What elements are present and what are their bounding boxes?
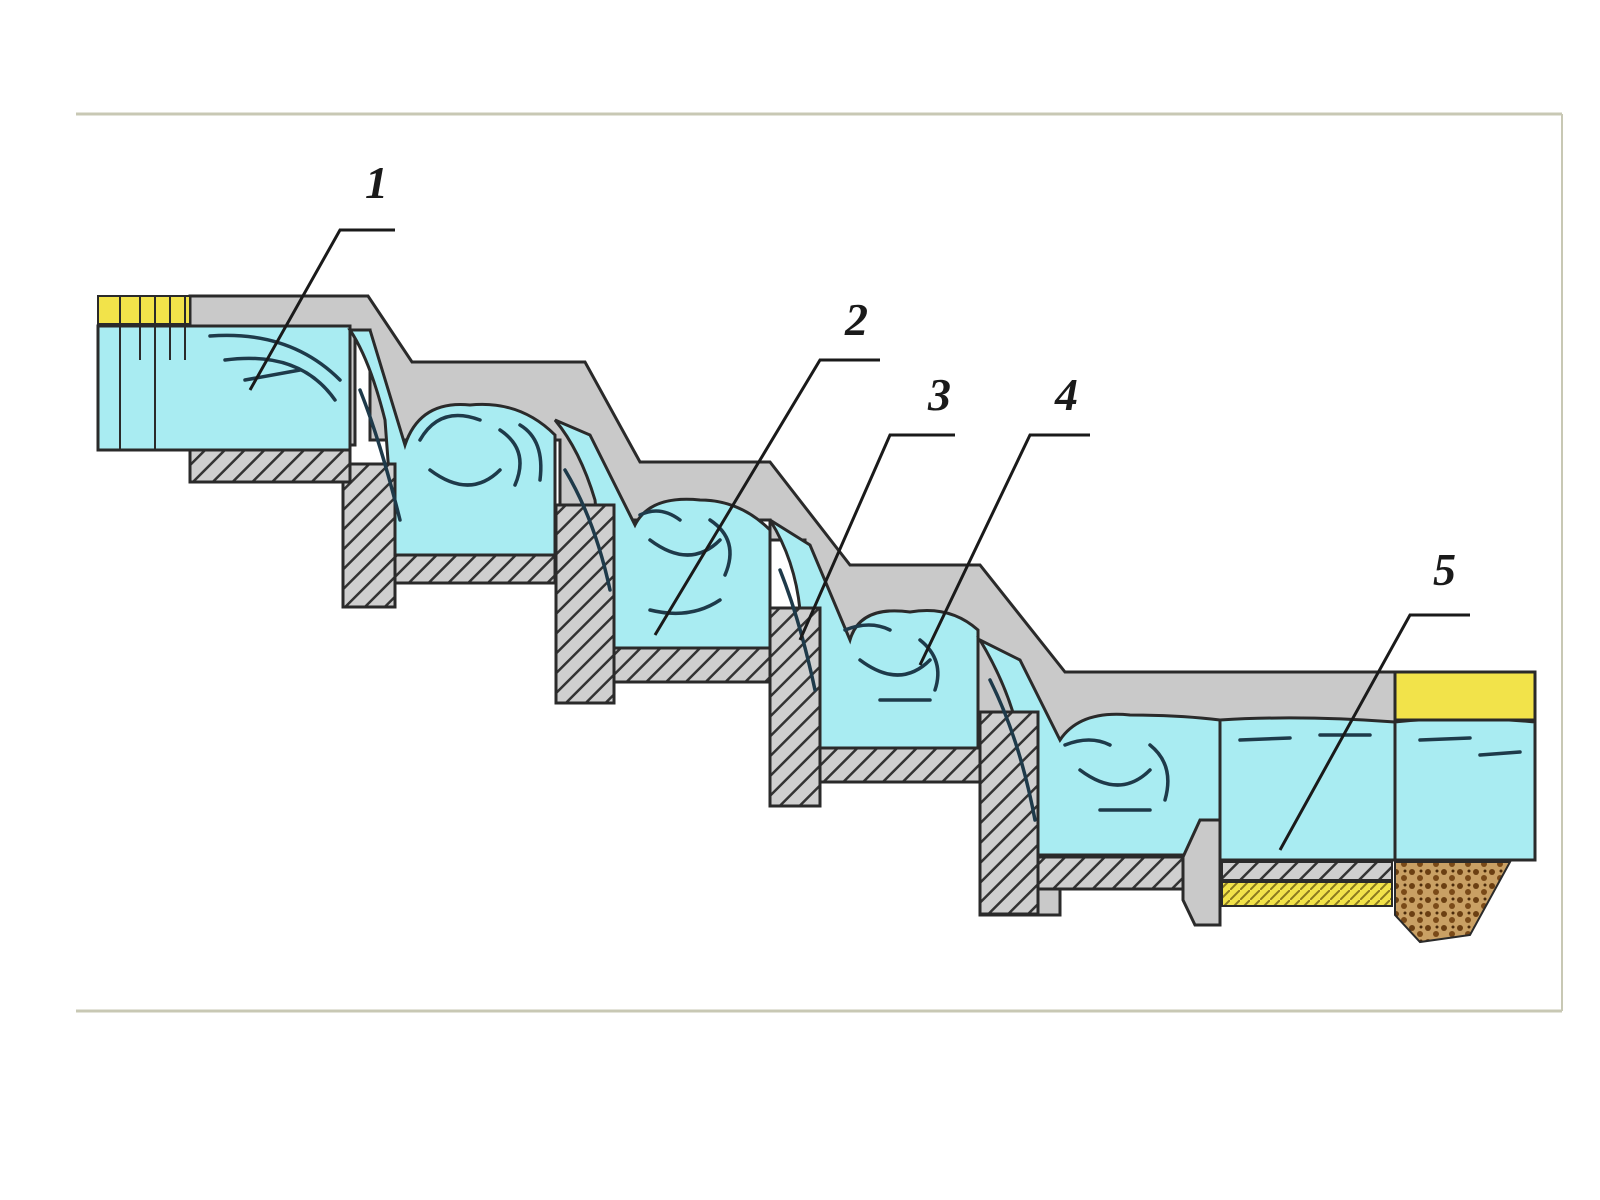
callout-5: 5 xyxy=(1433,544,1456,595)
leader-lines xyxy=(248,228,1470,851)
pool-3-water xyxy=(768,518,980,750)
upstream-soil xyxy=(97,295,191,325)
leader-2 xyxy=(653,358,880,636)
end-sill xyxy=(1181,818,1222,927)
outlet-soil xyxy=(1393,670,1537,722)
drop-wall-1 xyxy=(341,462,397,609)
callout-4: 4 xyxy=(1054,369,1078,420)
floor-1 xyxy=(393,553,557,585)
outlet-riprap xyxy=(1394,861,1512,944)
leader-5 xyxy=(1278,613,1470,851)
floor-0 xyxy=(188,448,352,484)
floor-4 xyxy=(1036,855,1185,891)
leader-3 xyxy=(798,433,955,641)
drop-wall-2 xyxy=(554,503,616,705)
pool-1-water xyxy=(347,328,557,557)
drop-wall-4 xyxy=(978,710,1040,916)
floor-3 xyxy=(818,746,982,784)
callout-1: 1 xyxy=(365,157,388,208)
callout-3: 3 xyxy=(927,369,951,420)
drop-wall-3 xyxy=(768,606,822,808)
upstream-water xyxy=(96,324,352,452)
leader-1 xyxy=(248,228,395,391)
pool-4-water xyxy=(976,636,1222,857)
callout-2: 2 xyxy=(844,294,868,345)
downstream-bed-sand xyxy=(1221,881,1393,907)
downstream-bed-hatch xyxy=(1221,861,1393,881)
leader-4 xyxy=(918,433,1090,666)
upstream-grid-lines xyxy=(119,296,186,450)
floor-2 xyxy=(612,646,772,684)
